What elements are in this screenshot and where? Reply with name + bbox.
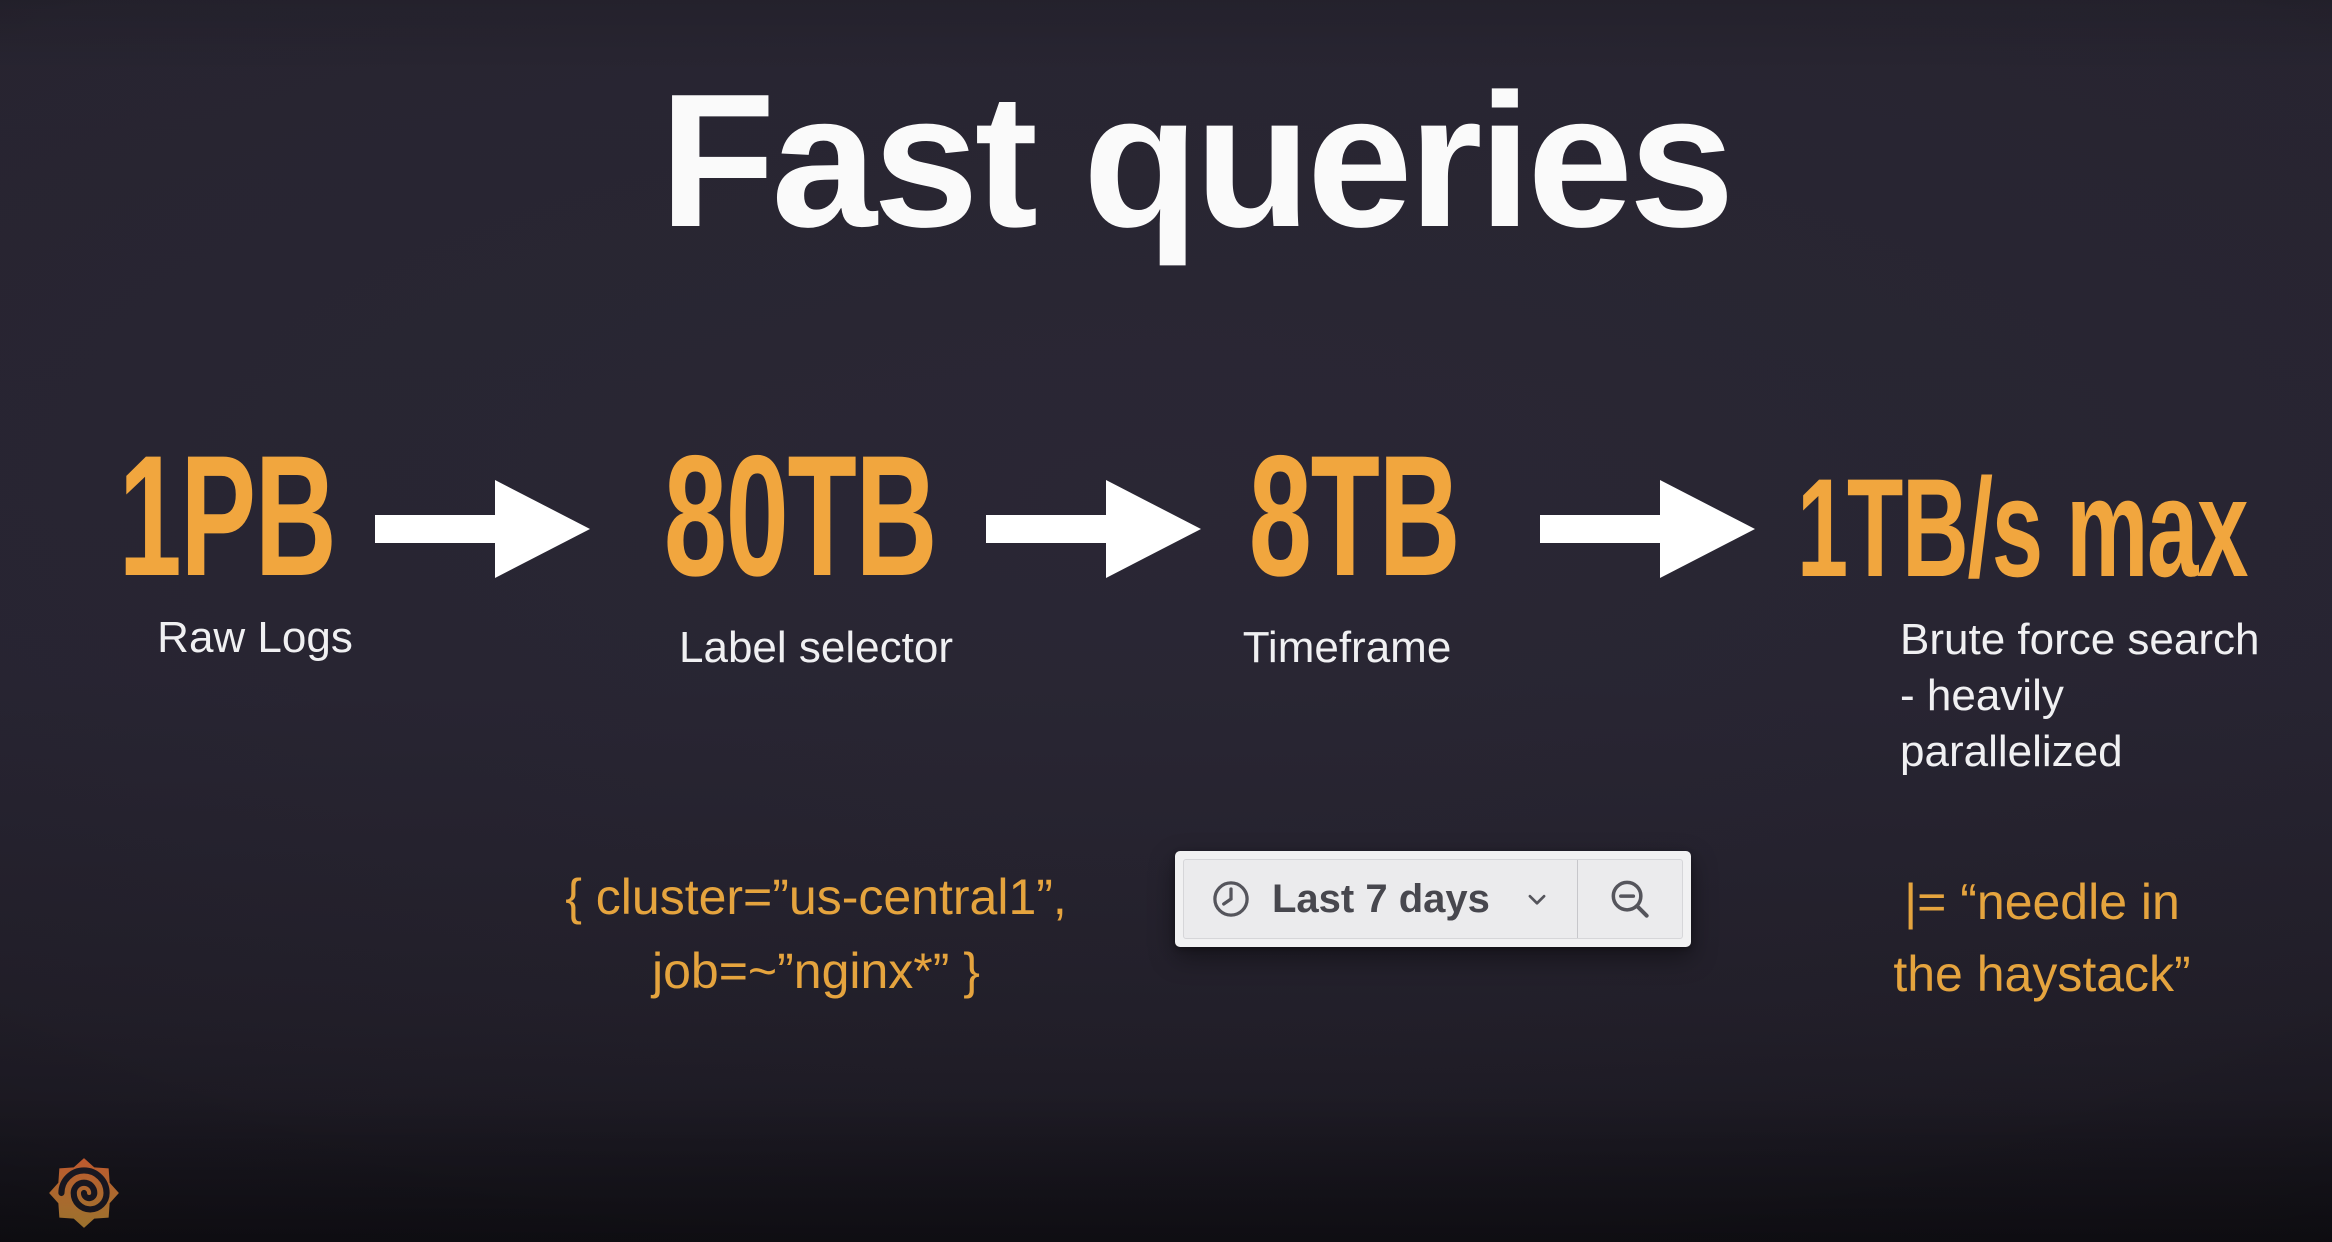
arrow-right-icon: [986, 480, 1201, 578]
flow-label-raw-logs: Raw Logs: [157, 613, 353, 662]
chevron-down-icon: [1520, 882, 1554, 916]
flow-value-raw-logs: 1PB: [118, 420, 337, 612]
flow-value-throughput: 1TB/s max: [1796, 449, 2249, 606]
page-title: Fast queries: [659, 55, 1734, 267]
flow-label-brute-force: Brute force search - heavily parallelize…: [1900, 615, 2260, 776]
divider: [1577, 860, 1578, 938]
magnifier-minus-icon: [1611, 880, 1649, 918]
arrow-right-icon: [1540, 480, 1755, 578]
logql-label-selector-query: { cluster=”us-central1”, job=~”nginx*” }: [466, 860, 1166, 1008]
flow-value-timeframe: 8TB: [1248, 420, 1461, 612]
time-range-label: Last 7 days: [1272, 876, 1490, 921]
grafana-logo-icon: [49, 1158, 119, 1228]
clock-icon: [1213, 881, 1249, 917]
zoom-out-button[interactable]: [1578, 860, 1682, 938]
query-line-2: job=~”nginx*” }: [651, 943, 980, 999]
time-range-picker: Last 7 days: [1175, 851, 1691, 947]
time-range-picker-inner: Last 7 days: [1183, 859, 1683, 939]
logql-line-filter: |= “needle in the haystack”: [1832, 866, 2252, 1010]
flow-label-timeframe: Timeframe: [1242, 623, 1452, 672]
arrow-right-icon: [375, 480, 590, 578]
time-range-button[interactable]: Last 7 days: [1184, 860, 1577, 938]
query-line-1: { cluster=”us-central1”,: [565, 869, 1067, 925]
filter-line-2: the haystack”: [1893, 946, 2191, 1002]
filter-line-1: |= “needle in: [1904, 874, 2180, 930]
flow-label-label-selector: Label selector: [679, 623, 953, 672]
flow-value-label-selector: 80TB: [663, 420, 938, 612]
